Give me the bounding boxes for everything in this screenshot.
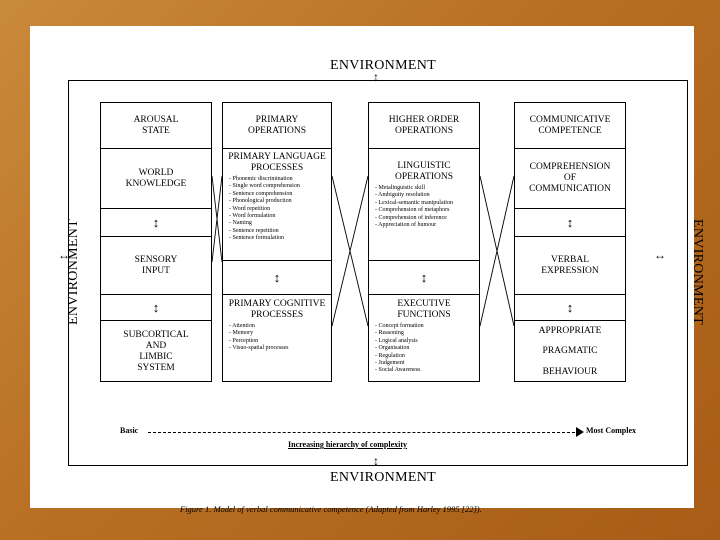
environment-top-label: ENVIRONMENT <box>330 58 436 73</box>
left-right-arrow-icon: ↔ <box>58 248 70 262</box>
up-down-arrow-icon: ↕ <box>373 454 379 468</box>
connector-line <box>479 175 515 327</box>
axis-caption: Increasing hierarchy of complexity <box>288 440 408 449</box>
up-down-arrow-icon: ↕ <box>152 300 160 315</box>
arrow-cell: ↕ <box>515 209 625 237</box>
up-down-arrow-icon: ↕ <box>152 215 160 230</box>
axis-basic-label: Basic <box>120 426 139 435</box>
linguistic-operations-list: Metalinguistic skillAmbiguity resolution… <box>369 185 453 229</box>
arrow-cell: ↕ <box>223 261 331 295</box>
axis-most-complex-label: Most Complex <box>586 426 636 435</box>
arrow-cell: ↕ <box>101 295 211 321</box>
arrow-cell: ↕ <box>369 261 479 295</box>
connector-line <box>211 175 223 263</box>
environment-bottom-label: ENVIRONMENT <box>330 470 436 485</box>
complexity-axis <box>148 432 580 433</box>
connector-lines <box>211 175 515 327</box>
primary-language-list: Phonemic discriminationSingle word compr… <box>223 176 299 243</box>
executive-functions-list: Concept formationReasoningLogical analys… <box>369 323 424 375</box>
slide: ENVIRONMENT ↕ ENVIRONMENT ↕ ENVIRONMENT … <box>30 26 705 514</box>
up-down-arrow-icon: ↕ <box>273 270 281 285</box>
up-down-arrow-icon: ↕ <box>420 270 428 285</box>
up-down-arrow-icon: ↕ <box>373 70 379 84</box>
up-down-arrow-icon: ↕ <box>566 300 574 315</box>
arrow-cell: ↕ <box>515 295 625 321</box>
primary-cognitive-list: AttentionMemory PerceptionVisuo-spatial … <box>223 323 288 353</box>
connector-line <box>331 175 369 327</box>
arrow-right-icon <box>576 427 584 437</box>
diagram-frame <box>68 80 688 466</box>
up-down-arrow-icon: ↕ <box>566 215 574 230</box>
arrow-cell: ↕ <box>101 209 211 237</box>
figure-caption: Figure 1. Model of verbal communicative … <box>180 504 482 514</box>
left-right-arrow-icon: ↔ <box>654 248 666 262</box>
